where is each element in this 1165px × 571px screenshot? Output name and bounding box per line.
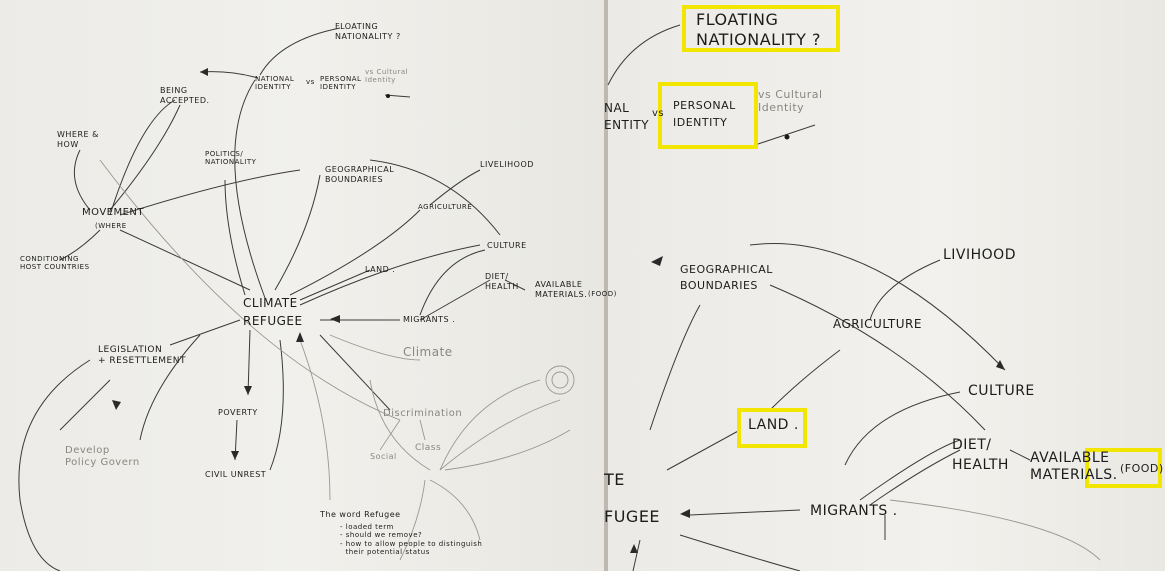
label-where-how: WHERE & HOW	[57, 130, 99, 149]
label-class: Class	[415, 443, 442, 453]
label-r-land: LAND .	[748, 417, 799, 433]
label-r-food: (FOOD)	[1120, 462, 1164, 475]
highlight-land	[737, 408, 807, 448]
label-being-accepted: BEING ACCEPTED.	[160, 86, 210, 105]
label-vs: vs	[306, 78, 315, 86]
label-r-agriculture: AGRICULTURE	[833, 317, 922, 331]
label-land: LAND .	[365, 265, 396, 274]
label-r-culture: CULTURE	[968, 383, 1035, 399]
label-personal-identity: PERSONAL IDENTITY	[320, 75, 362, 92]
label-geographical-boundaries: GEOGRAPHICAL BOUNDARIES	[325, 165, 395, 184]
label-r-national-identity-partial: NAL ENTITY	[604, 101, 650, 132]
label-agriculture: AGRICULTURE	[418, 203, 473, 211]
label-develop-policy-govern: Develop Policy Govern	[65, 445, 140, 468]
label-climate-refugee: CLIMATE REFUGEE	[243, 296, 303, 328]
label-floating-nationality: FLOATING NATIONALITY ?	[335, 22, 401, 41]
label-diet-health: DIET/ HEALTH	[485, 272, 519, 291]
label-available-materials: AVAILABLE MATERIALS.	[535, 280, 588, 299]
label-r-geographical-boundaries: GEOGRAPHICAL BOUNDARIES	[680, 263, 773, 292]
label-politics-nationality: POLITICS/ NATIONALITY	[205, 150, 257, 167]
right-paper-sheet	[608, 0, 1165, 571]
label-discrimination: Discrimination	[383, 408, 463, 419]
highlight-personal-identity	[658, 82, 758, 149]
label-r-migrants: MIGRANTS .	[810, 503, 898, 519]
label-r-te: TE	[604, 470, 625, 489]
label-food: (FOOD)	[588, 290, 617, 298]
label-legislation-resettlement: LEGISLATION + RESETTLEMENT	[98, 345, 186, 366]
label-conditioning-host-countries: CONDITIONING HOST COUNTRIES	[20, 255, 90, 272]
label-refugee-notes: - loaded term - should we remove? - how …	[340, 523, 483, 557]
label-movement: MOVEMENT	[82, 207, 145, 218]
label-poverty: POVERTY	[218, 408, 258, 417]
highlight-food	[1085, 448, 1162, 488]
label-r-livelihood: LIVIHOOD	[943, 247, 1016, 263]
sheet-divider	[604, 0, 608, 571]
left-paper-sheet	[0, 0, 604, 571]
label-culture: CULTURE	[487, 241, 527, 250]
label-word-refugee: The word Refugee	[320, 510, 401, 519]
label-where: (WHERE	[95, 222, 127, 230]
label-r-available-materials: AVAILABLE MATERIALS.	[1030, 450, 1118, 483]
label-r-personal-identity: PERSONAL IDENTITY	[673, 99, 736, 129]
label-migrants: MIGRANTS .	[403, 315, 456, 324]
label-r-vs: vs	[652, 108, 665, 119]
label-climate-faint: Climate	[403, 345, 453, 359]
label-r-floating-nationality: FLOATING NATIONALITY ?	[696, 10, 821, 49]
label-r-cultural-identity: vs Cultural Identity	[758, 88, 823, 115]
label-civil-unrest: CIVIL UNREST	[205, 470, 267, 479]
label-livelihood: LIVELIHOOD	[480, 160, 534, 169]
label-social: Social	[370, 452, 397, 461]
label-national-identity: NATIONAL IDENTITY	[255, 75, 295, 92]
highlight-floating-nationality	[682, 5, 840, 52]
label-r-diet-health: DIET/ HEALTH	[952, 437, 1009, 474]
label-cultural-identity: vs Cultural Identity	[365, 68, 409, 85]
label-r-fugee: FUGEE	[604, 507, 661, 526]
